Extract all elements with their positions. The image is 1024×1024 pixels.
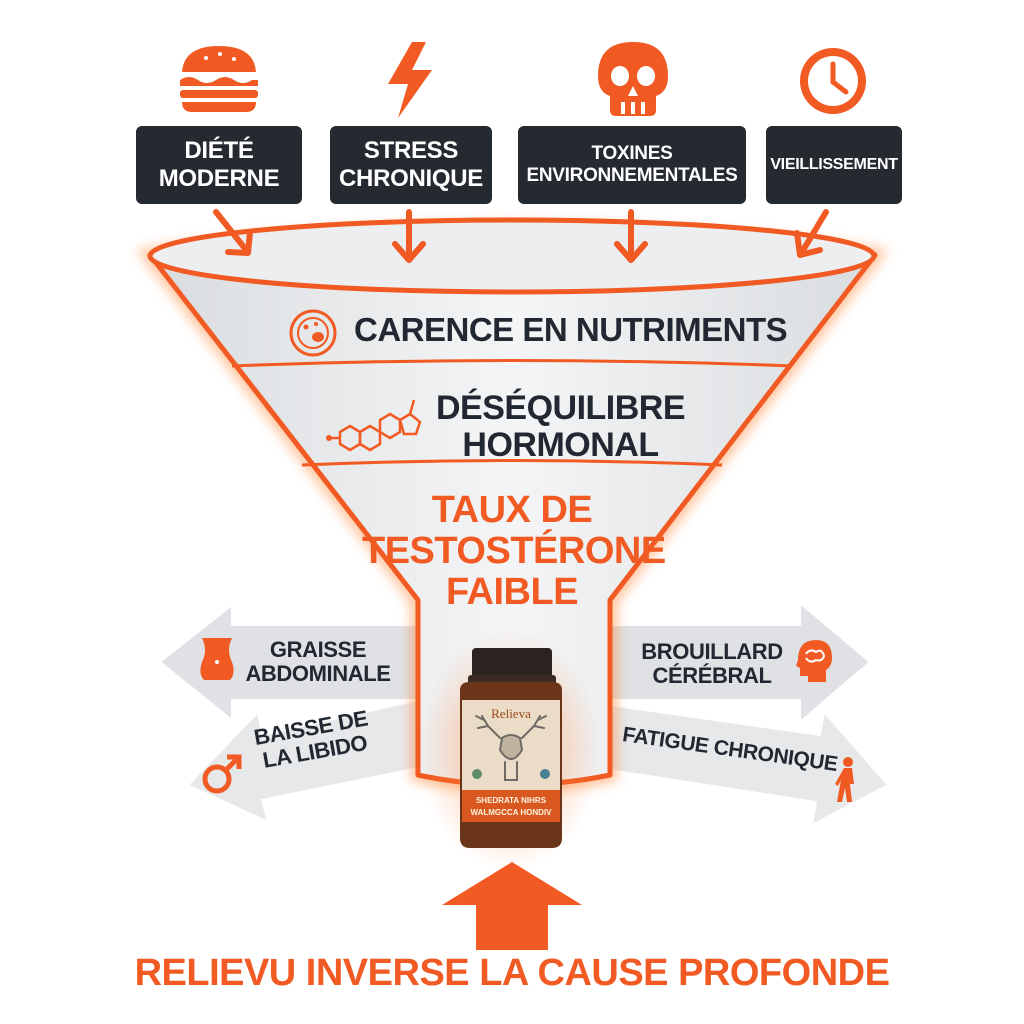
up-arrow <box>442 862 582 950</box>
waist-icon <box>196 636 238 682</box>
right-arrow-top <box>609 600 872 725</box>
skull-icon <box>596 40 670 120</box>
left-arrow-bottom <box>186 698 419 824</box>
deer-icon <box>475 715 547 781</box>
symptom-graisse: GRAISSE ABDOMINALE <box>245 637 391 687</box>
cause-arrows <box>213 209 829 263</box>
clock-icon <box>796 44 870 118</box>
product-brand: Relieva <box>491 706 531 721</box>
symptom-brouillard: BROUILLARD CÉRÉBRAL <box>641 639 783 689</box>
bottom-caption: RELIEVU INVERSE LA CAUSE PROFONDE <box>134 952 890 994</box>
left-arrow-top <box>158 602 419 723</box>
cause-box-toxines: TOXINES ENVIRONNEMENTALES <box>518 126 746 204</box>
molecule-icon <box>326 392 426 452</box>
product-jar <box>420 630 600 870</box>
cause-box-stress: STRESS CHRONIQUE <box>330 126 492 204</box>
funnel-level-hormonal: DÉSÉQUILIBRE HORMONAL <box>436 389 686 464</box>
product-label-line2: WALMGCCA HONDIV <box>470 808 552 817</box>
funnel-level-nutriments: CARENCE EN NUTRIMENTS <box>354 311 788 348</box>
brain-head-icon <box>792 636 836 684</box>
tired-person-icon <box>832 756 862 804</box>
male-symbol-icon <box>200 752 244 796</box>
cell-icon <box>288 308 338 358</box>
cause-box-vieillissement: VIEILLISSEMENT <box>766 126 902 204</box>
burger-icon <box>176 42 262 114</box>
product-label-line1: SHEDRATA NIHRS <box>475 796 547 805</box>
right-arrow-bottom <box>609 703 890 827</box>
lightning-icon <box>382 40 438 120</box>
funnel-level-testosterone: TAUX DE TESTOSTÉRONE FAIBLE <box>362 489 666 614</box>
cause-box-diete: DIÉTÉ MODERNE <box>136 126 302 204</box>
